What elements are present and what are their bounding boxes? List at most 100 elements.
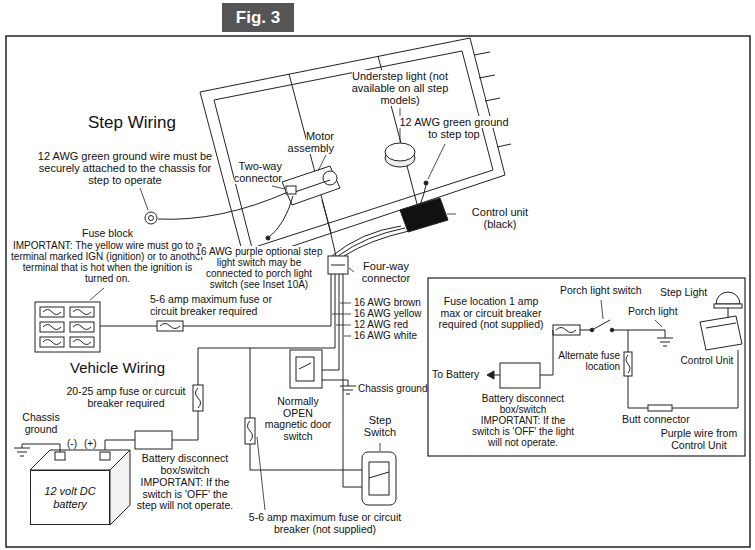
leader-line <box>428 144 445 179</box>
door-switch-magnet <box>296 357 314 381</box>
wire-label: 16 AWG white <box>354 330 417 341</box>
note-text: 20-25 amp fuse or curcuit breaker requir… <box>66 385 185 409</box>
part-label-box: To Battery <box>432 369 479 381</box>
note-text: 5-6 amp maximum fuse or circuit breaker … <box>150 293 272 317</box>
red-wire <box>198 274 335 385</box>
ground-symbol <box>14 448 30 456</box>
porch-light-switch <box>592 320 610 330</box>
part-label: Porch light <box>628 305 678 317</box>
purple-wire <box>628 376 648 408</box>
leader-line <box>340 303 351 304</box>
leader-line <box>655 320 662 327</box>
part-label: Two-way connector <box>234 160 282 184</box>
inset-wire <box>628 330 629 352</box>
part-label-box: Step Switch <box>355 414 405 438</box>
yellow-wire <box>100 326 157 327</box>
part-label: Porch light switch <box>560 284 642 296</box>
step-switch-rocker <box>369 462 389 495</box>
part-label: Understep light (not available on all st… <box>352 70 449 106</box>
terminal-label-box: (-) <box>67 438 77 449</box>
fuse-symbol <box>624 352 632 376</box>
control-unit-detail <box>706 323 736 328</box>
part-label: To Battery <box>432 368 479 380</box>
step-rib <box>474 52 490 55</box>
motor-detail <box>292 180 330 193</box>
fuse-slot <box>40 337 64 347</box>
battery-side <box>110 450 130 525</box>
part-label-box: Alternate fuse location <box>556 350 620 372</box>
note-text-box: 16 AWG purple optional step light switch… <box>195 246 323 290</box>
fuse-slot <box>70 307 94 317</box>
step-switch-feed <box>250 348 251 418</box>
note-text-box: IMPORTANT: If the switch is 'OFF' the st… <box>135 477 235 512</box>
part-label: Four-way connector <box>362 260 410 284</box>
rocker-line <box>369 472 389 478</box>
leader-line <box>140 188 148 210</box>
fuse-slot <box>40 322 64 332</box>
part-label: Control Unit <box>681 355 734 366</box>
leader-line <box>344 336 351 337</box>
leader-line <box>380 443 381 451</box>
part-label: Battery disconnect box/switch <box>142 452 228 476</box>
part-label: Step Switch <box>364 414 396 438</box>
fuse-element <box>43 340 61 345</box>
section-heading: Step Wiring <box>88 113 176 132</box>
terminal-label: (-) <box>67 438 77 449</box>
wire-end <box>266 236 270 240</box>
part-label-box: Motor assembly <box>276 130 334 154</box>
brown-wire <box>322 274 339 370</box>
fuse-symbol <box>157 321 183 331</box>
wire-label: 16 AWG brown <box>354 297 421 308</box>
leader-line <box>601 300 603 319</box>
positive-terminal <box>100 452 110 460</box>
note-text-box: 20-25 amp fuse or curcuit breaker requir… <box>62 386 190 409</box>
part-label-box: Understep light (not available on all st… <box>335 70 465 106</box>
part-label-box: Purple wire from Control Unit <box>656 428 742 451</box>
leader-line <box>447 214 456 215</box>
wire-label-box: 16 AWG brown <box>354 297 421 308</box>
part-label-box: Four-way connector <box>356 260 416 284</box>
part-label: Battery disconnect box/switch <box>482 393 564 415</box>
leader-line <box>349 268 354 272</box>
part-label-box: Battery disconnect box/switch <box>135 453 235 476</box>
note-text: 16 AWG purple optional step light switch… <box>196 246 323 290</box>
note-text: 5-6 amp maximum fuse or circuit breaker … <box>249 511 401 535</box>
note-text: IMPORTANT: If the switch is 'OFF' the st… <box>137 476 233 511</box>
battery-front: 12 volt DC battery <box>30 470 110 525</box>
part-label-box: 12 AWG green ground to step top <box>398 116 510 140</box>
fuse-element <box>196 388 201 408</box>
part-label: 12 AWG green ground to step top <box>399 116 508 140</box>
part-label: Step Light <box>660 286 707 298</box>
inset-wire <box>612 330 665 338</box>
section-heading-box: Step Wiring <box>88 114 176 133</box>
step-rib <box>497 144 511 147</box>
purple-wire <box>672 350 738 408</box>
part-label: Fuse block <box>82 227 133 239</box>
control-unit <box>700 316 742 350</box>
fuse-slot <box>70 322 94 332</box>
fuse-element <box>73 325 91 330</box>
door-switch <box>290 350 322 388</box>
part-label-box: Porch light <box>628 306 678 318</box>
fuse-element <box>73 340 91 345</box>
ground-wire <box>322 380 348 386</box>
wire-label: 16 AWG yellow <box>354 308 421 319</box>
part-label-box: Fuse block <box>10 228 205 240</box>
step-rib <box>485 98 500 101</box>
note-text-box: IMPORTANT: If the switch is 'OFF' the li… <box>468 415 578 448</box>
ground-screw <box>424 181 428 185</box>
step-rib <box>479 75 495 78</box>
fuse-element <box>160 324 180 329</box>
wire-label-box: 16 AWG white <box>354 330 417 341</box>
negative-terminal <box>55 452 65 460</box>
leader-line <box>318 155 326 171</box>
fuse-slot <box>70 337 94 347</box>
wire-label-box: 16 AWG yellow <box>354 308 421 319</box>
inset-wire <box>728 308 729 318</box>
leader-line <box>336 325 351 326</box>
motor-gear <box>323 171 337 185</box>
note-text: IMPORTANT: The yellow wire must go to a … <box>11 240 204 284</box>
red-wire <box>172 411 198 440</box>
part-label-box: Chassis ground <box>18 412 64 435</box>
